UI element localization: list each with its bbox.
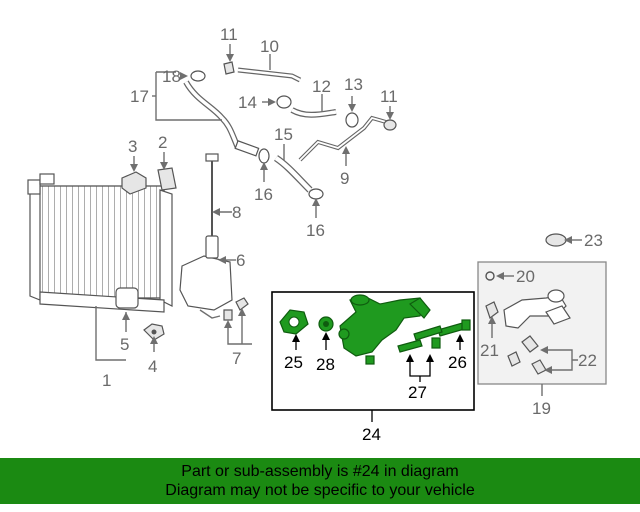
- info-banner: Part or sub-assembly is #24 in diagram D…: [0, 458, 640, 504]
- callout-1: 1: [102, 371, 111, 390]
- callout-16a: 16: [254, 185, 273, 204]
- bolts-part-27: [365, 325, 443, 365]
- callout-22: 22: [578, 351, 597, 370]
- banner-line-1: Part or sub-assembly is #24 in diagram: [181, 463, 459, 480]
- bolts-part-26: [437, 319, 471, 337]
- callout-18: 18: [162, 67, 181, 86]
- callout-10: 10: [260, 37, 279, 56]
- cap-part-23: [545, 233, 567, 247]
- pipe-part-9: [298, 115, 387, 162]
- callout-19: 19: [532, 399, 551, 418]
- callout-5: 5: [120, 335, 129, 354]
- parts-diagram: 1 2 3 4 5 6 7 8 9 10 11 11 12 13 14 15 1…: [27, 25, 607, 444]
- thermostat-part-28: [318, 316, 334, 332]
- callout-23: 23: [584, 231, 603, 250]
- subassembly-box-19: [477, 261, 607, 385]
- callout-11a: 11: [220, 25, 238, 44]
- callout-17: 17: [130, 87, 149, 106]
- callout-labels: 1 2 3 4 5 6 7 8 9 10 11 11 12 13 14 15 1…: [102, 25, 603, 444]
- bracket-part-2: [157, 167, 177, 191]
- clip-part-11b: [383, 119, 397, 131]
- callout-16b: 16: [306, 221, 325, 240]
- callout-24: 24: [362, 425, 381, 444]
- insulator-part-4: [143, 323, 165, 341]
- callout-11b: 11: [380, 87, 398, 106]
- clamp-part-13: [345, 112, 359, 128]
- dipstick-part-8: [205, 153, 219, 236]
- callout-13: 13: [344, 75, 363, 94]
- hose-part-15: [273, 155, 313, 193]
- callout-15: 15: [274, 125, 293, 144]
- callout-14: 14: [238, 93, 257, 112]
- callout-12: 12: [312, 77, 331, 96]
- leader-lines-assembly: [292, 332, 464, 422]
- bracket-part-3: [121, 171, 147, 195]
- callout-9: 9: [340, 169, 349, 188]
- clamp-part-14: [276, 95, 292, 109]
- callout-7: 7: [232, 349, 241, 368]
- hose-part-12: [290, 107, 337, 118]
- callout-4: 4: [148, 357, 157, 376]
- gasket-part-25: [279, 309, 309, 335]
- callout-26: 26: [448, 353, 467, 372]
- callout-20: 20: [516, 267, 535, 286]
- callout-2: 2: [158, 133, 167, 152]
- clamp-part-16b: [308, 188, 324, 200]
- overflow-hose-part-17: [183, 80, 260, 157]
- callout-3: 3: [128, 137, 137, 156]
- bolts-part-7: [223, 297, 249, 321]
- callout-21: 21: [480, 341, 499, 360]
- callout-25: 25: [284, 353, 303, 372]
- coolant-reservoir: [179, 235, 233, 319]
- callout-6: 6: [236, 251, 245, 270]
- oring-part-20: [485, 271, 495, 281]
- banner-line-2: Diagram may not be specific to your vehi…: [165, 482, 475, 499]
- callout-28: 28: [316, 355, 335, 374]
- radiator: [27, 173, 173, 313]
- clip-part-11a: [223, 61, 235, 75]
- clamp-part-18: [190, 70, 206, 82]
- thermostat-housing-part-24: [338, 294, 431, 357]
- hose-part-10: [237, 67, 302, 83]
- clamp-part-16a: [258, 148, 270, 164]
- callout-8: 8: [232, 203, 241, 222]
- leader-lines: [95, 44, 582, 396]
- callout-27: 27: [408, 383, 427, 402]
